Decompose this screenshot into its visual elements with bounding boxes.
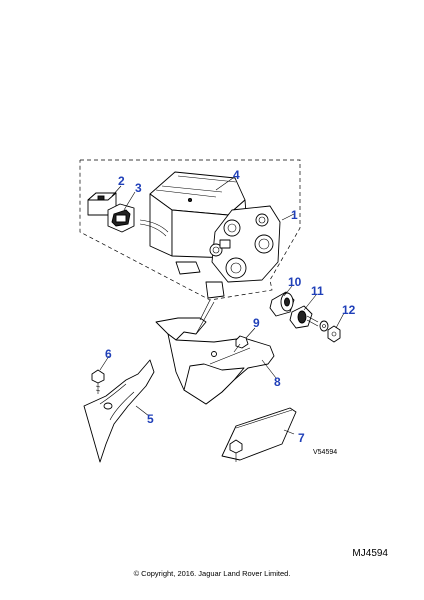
callout-7: 7 xyxy=(298,431,305,445)
callout-9: 9 xyxy=(253,316,260,330)
callout-11: 11 xyxy=(311,284,324,298)
callout-5: 5 xyxy=(147,412,154,426)
callout-2: 2 xyxy=(118,174,125,188)
part-7-plate xyxy=(221,407,297,462)
callout-6: 6 xyxy=(105,347,112,361)
part-9-bolt xyxy=(233,335,249,353)
copyright-notice: © Copyright, 2016. Jaguar Land Rover Lim… xyxy=(133,569,291,578)
valve-block xyxy=(175,205,281,299)
part-3-plug xyxy=(107,203,135,233)
callout-3: 3 xyxy=(135,181,142,195)
leader-lines xyxy=(99,177,345,435)
callout-1: 1 xyxy=(291,208,298,222)
part-10-bush xyxy=(269,291,295,317)
part-12-nut xyxy=(319,320,341,343)
callout-10: 10 xyxy=(288,275,302,289)
part-5-bracket xyxy=(83,359,155,463)
callout-12: 12 xyxy=(342,303,356,317)
part-6-screw xyxy=(91,369,105,394)
diagram-code: MJ4594 xyxy=(352,548,388,559)
assembly-boundary xyxy=(79,159,301,301)
part-8-bracket xyxy=(155,299,275,405)
callout-8: 8 xyxy=(274,375,281,389)
part-11-mount xyxy=(289,305,319,329)
figure-reference: V54594 xyxy=(313,449,337,456)
callout-4: 4 xyxy=(233,168,240,182)
